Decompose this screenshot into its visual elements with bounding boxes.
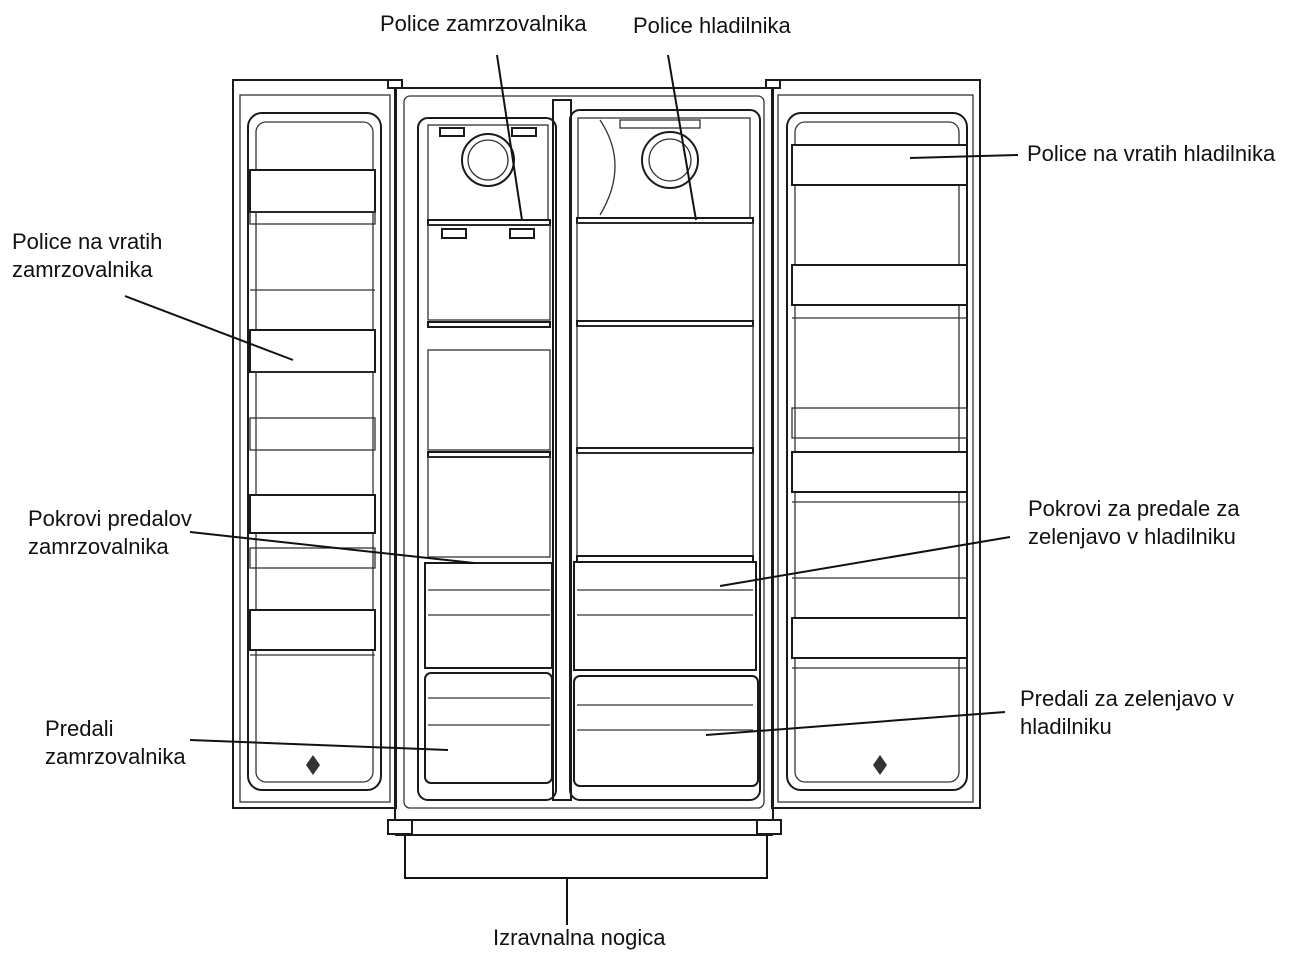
label-leveling-feet: Izravnalna nogica <box>493 925 666 950</box>
label-fridge-shelves: Police hladilnika <box>633 13 791 38</box>
leader-lines <box>124 54 1019 925</box>
fridge-door <box>771 79 981 809</box>
freezer-door <box>232 79 397 809</box>
label-fridge-door-shelves: Police na vratih hladilnika <box>1027 141 1276 166</box>
label-freezer-door-shelves: Police na vratih zamrzovalnika <box>12 229 163 282</box>
label-fridge-crispers: Predali za zelenjavo v hladilniku <box>1020 686 1235 739</box>
label-freezer-drawer-covers: Pokrovi predalov zamrzovalnika <box>28 506 192 559</box>
label-freezer-drawers: Predali zamrzovalnika <box>45 716 186 769</box>
label-fridge-crisper-covers: Pokrovi za predale za zelenjavo v hladil… <box>1028 496 1240 549</box>
cabinet <box>387 79 782 836</box>
label-freezer-shelves: Police zamrzovalnika <box>380 11 587 36</box>
